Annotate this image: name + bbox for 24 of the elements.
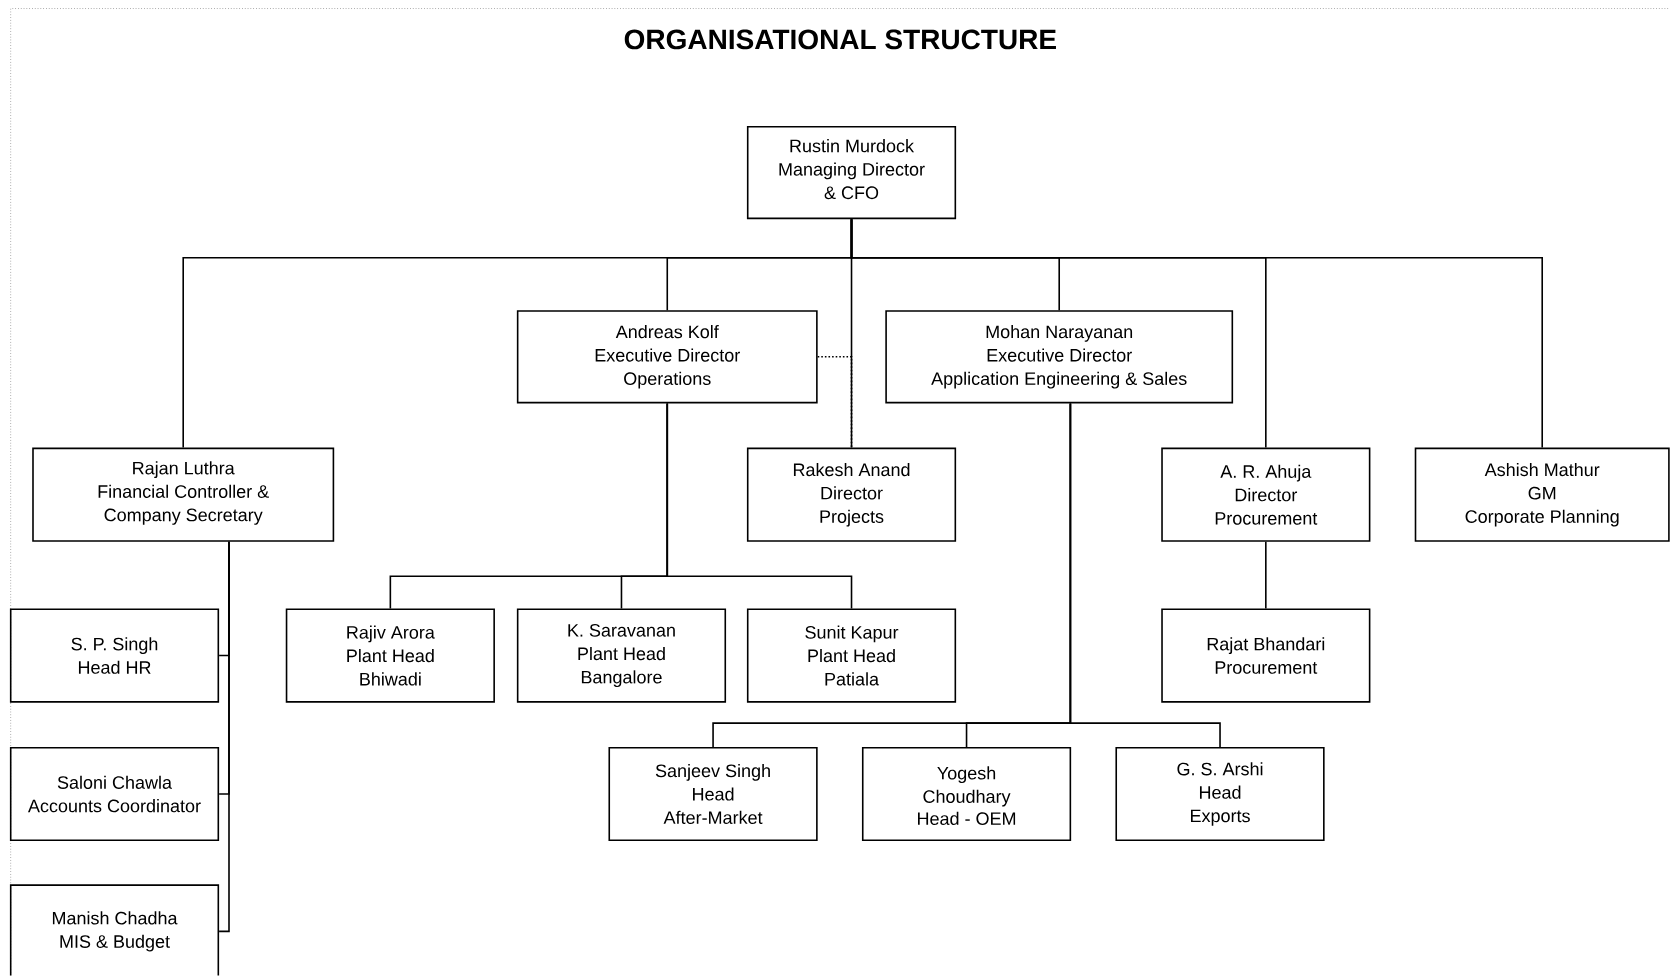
person-box: Yogesh Choudhary Head - OEM [861, 747, 1072, 842]
person-box: Mohan Narayanan Executive Director Application Engineering & Sales [885, 310, 1234, 404]
person-box: A. R. Ahuja Director Procurement [1161, 447, 1371, 543]
dotted-line [816, 356, 853, 449]
person-box: Sunit Kapur Plant Head Patiala [746, 608, 957, 703]
person-box: Rajiv Arora Plant Head Bhiwadi [285, 608, 495, 703]
title: ORGANISATIONAL STRUCTURE [624, 29, 1056, 50]
person-box: Saloni Chawla Accounts Coordinator [9, 747, 220, 842]
person-box: Sanjeev Singh Head After-Market [608, 747, 818, 842]
connector-line [850, 218, 1543, 449]
connector-line [218, 541, 230, 933]
connector-line [666, 402, 853, 610]
person-box: S. P. Singh Head HR [9, 608, 220, 703]
person-box: Rajan Luthra Financial Controller & Company Secretary [32, 447, 335, 543]
person-box: Manish Chadha MIS & Budget [9, 884, 220, 976]
connector-line [1265, 541, 1267, 610]
person-box: Rakesh Anand Director Projects [746, 447, 957, 543]
person-box: Andreas Kolf Executive Director Operations [516, 310, 818, 404]
person-box: Ashish Mathur GM Corporate Planning [1414, 447, 1670, 543]
person-box: Rustin Murdock Managing Director & CFO [746, 126, 957, 220]
connector-line [1069, 402, 1221, 748]
person-box: Rajat Bhandari Procurement [1161, 608, 1371, 703]
person-box: G. S. Arshi Head Exports [1115, 747, 1325, 842]
person-box: K. Saravanan Plant Head Bangalore [516, 608, 727, 703]
